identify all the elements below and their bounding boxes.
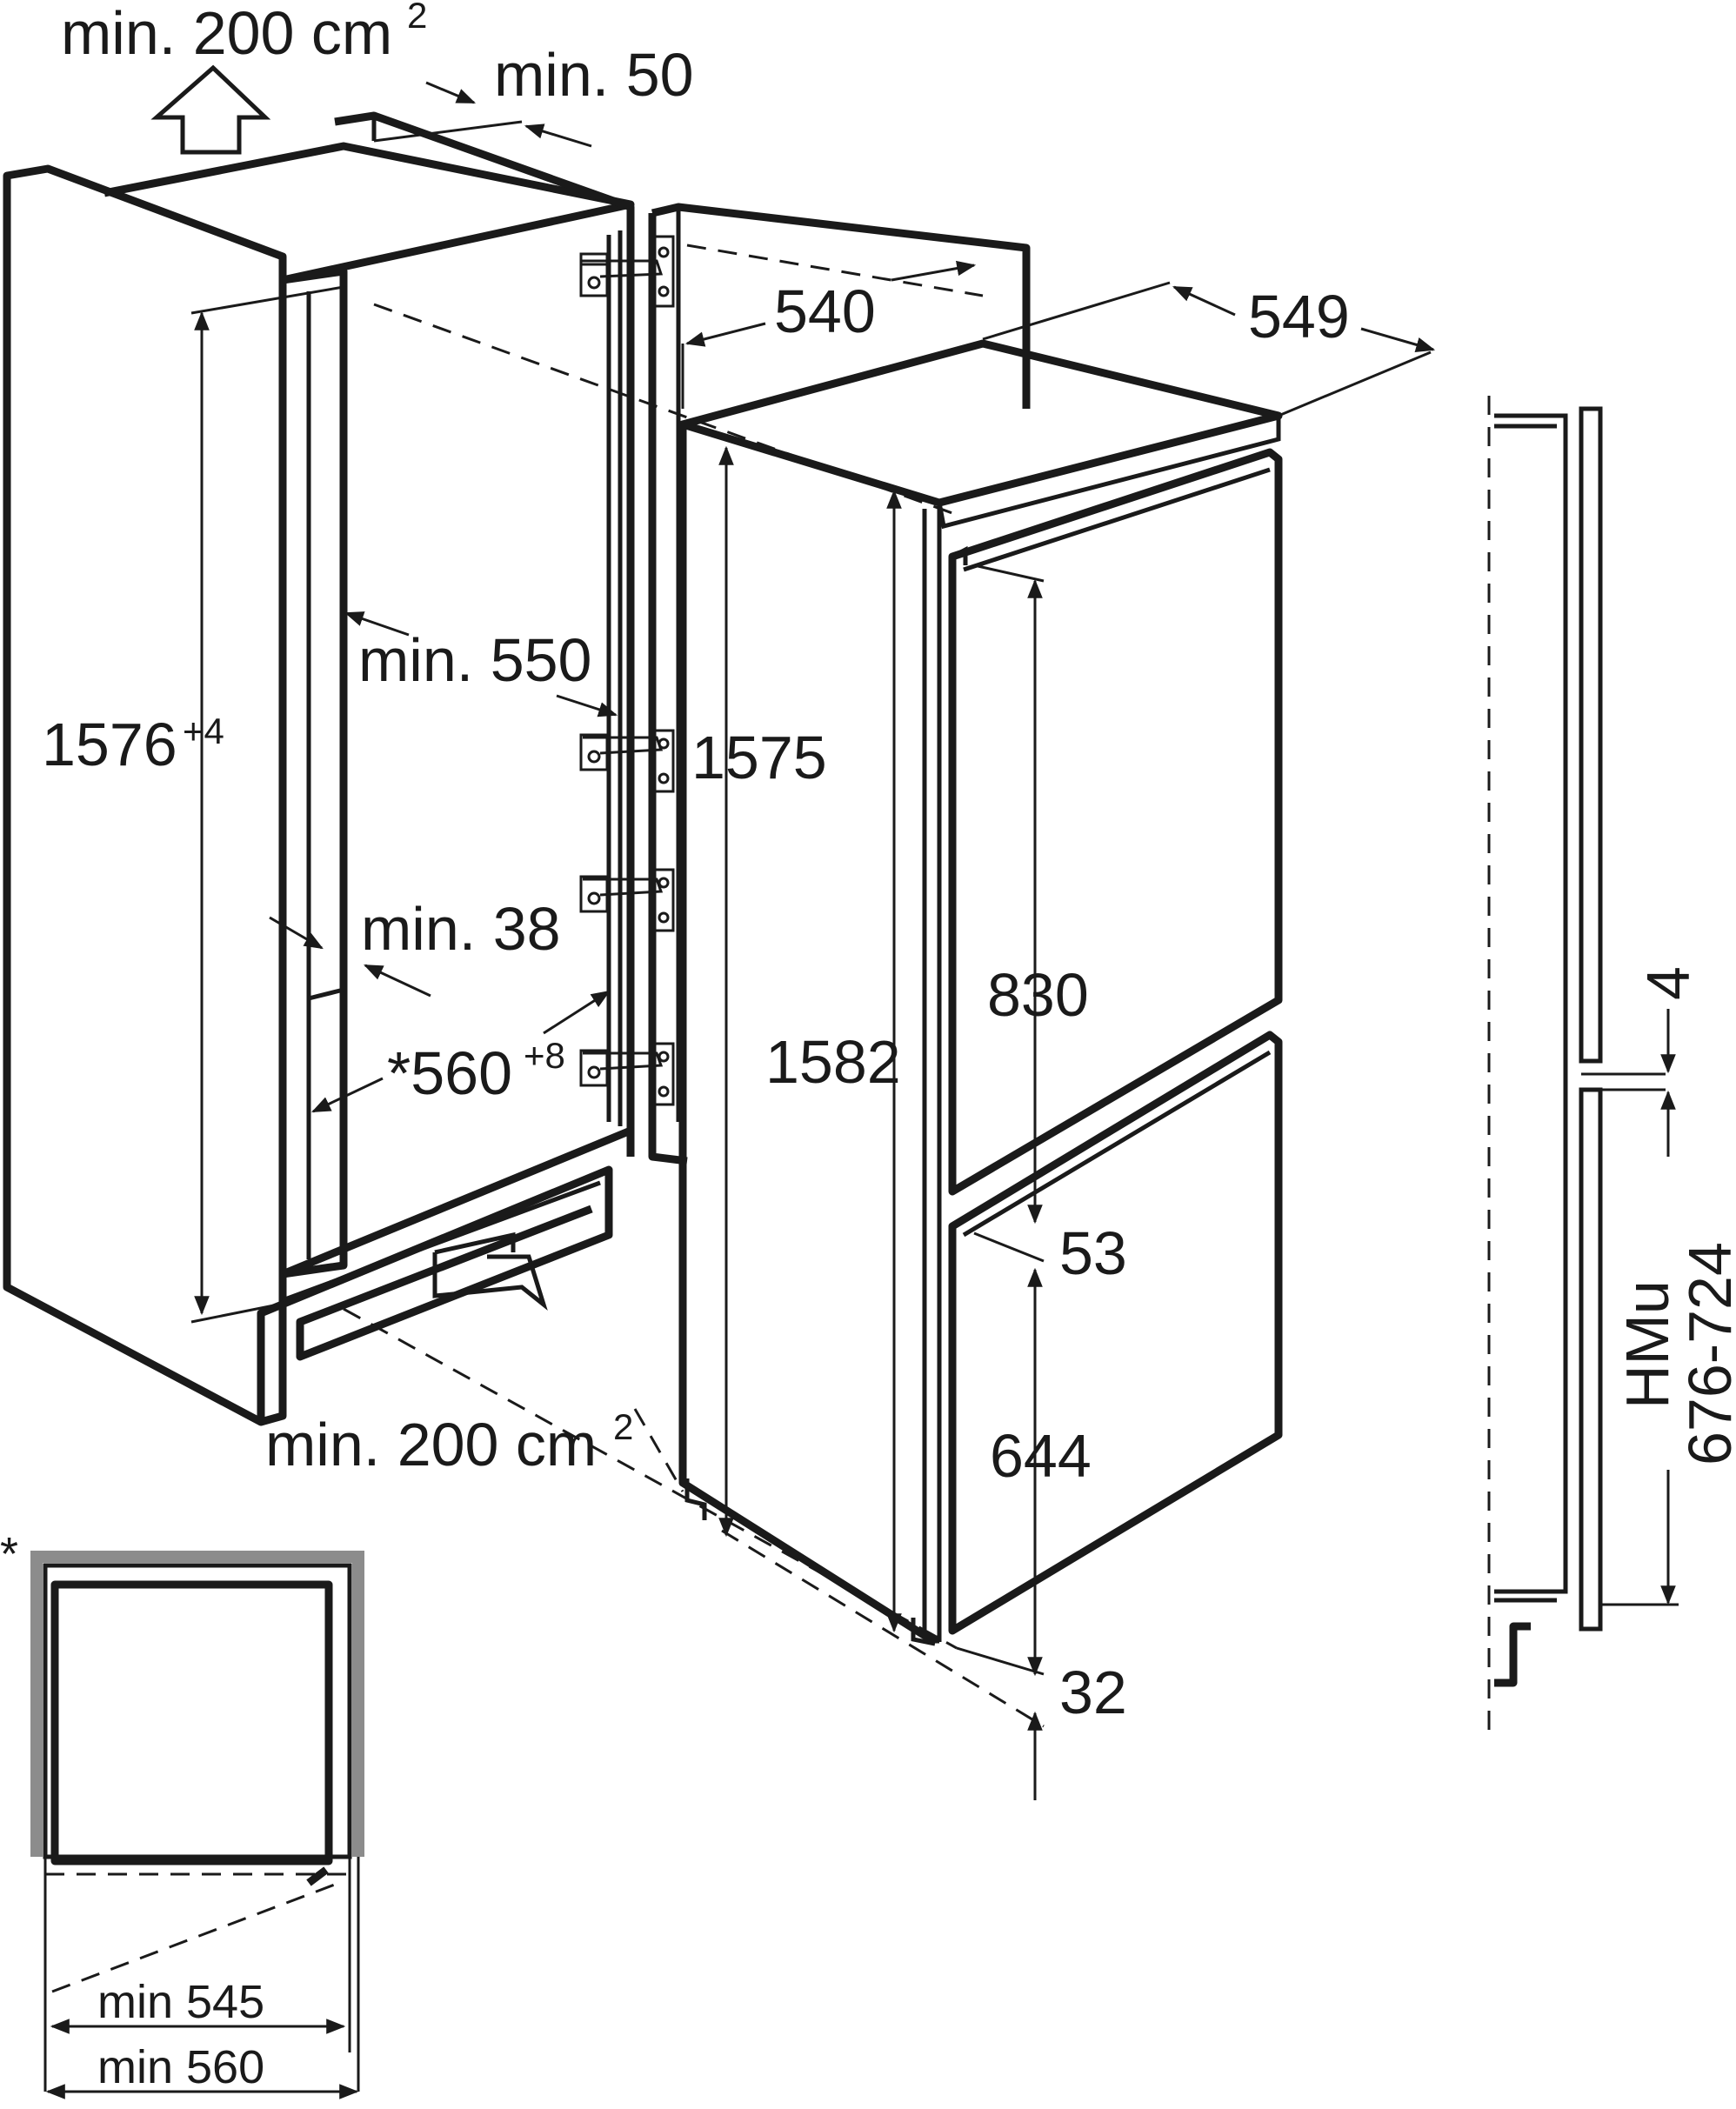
label-bottom-vent-sup: 2 xyxy=(613,1406,633,1447)
label-top-gap: min. 50 xyxy=(494,41,694,109)
label-appliance-height: 1575 xyxy=(691,724,827,791)
label-lower-door: 644 xyxy=(990,1422,1092,1490)
label-appliance-width: 540 xyxy=(774,277,876,345)
label-niche-depth: min. 550 xyxy=(358,626,591,694)
plan-view xyxy=(30,1551,364,2092)
label-niche-height: 1576 xyxy=(42,711,177,778)
label-upper-door: 830 xyxy=(987,961,1089,1029)
label-hinge-range: 676-724 xyxy=(1676,1242,1736,1465)
label-appliance-depth: 549 xyxy=(1248,283,1350,350)
hinge-top xyxy=(579,235,675,308)
label-top-vent-sup: 2 xyxy=(407,0,427,36)
label-niche-width-sup: +8 xyxy=(524,1035,565,1076)
label-asterisk: * xyxy=(0,1528,18,1580)
cabinet-niche xyxy=(3,111,1031,1426)
label-side-gap-small: 4 xyxy=(1634,966,1702,1000)
label-side-gap: min. 38 xyxy=(361,895,561,963)
label-niche-height-sup: +4 xyxy=(183,711,224,751)
label-overall-height: 1582 xyxy=(765,1028,901,1096)
appliance xyxy=(343,303,1283,1728)
label-bottom-offset: 32 xyxy=(1059,1659,1127,1726)
label-hinge: HMu xyxy=(1613,1280,1681,1409)
label-bottom-vent: min. 200 cm xyxy=(265,1411,597,1478)
side-profile xyxy=(1487,396,1679,1739)
dimension-lines xyxy=(45,64,1676,2099)
label-top-vent: min. 200 cm xyxy=(61,0,392,67)
label-niche-width: *560 xyxy=(387,1039,512,1107)
label-plan-min-545: min 545 xyxy=(97,1976,264,2028)
label-plan-min-560: min 560 xyxy=(97,2041,264,2093)
label-door-gap: 53 xyxy=(1059,1219,1127,1287)
